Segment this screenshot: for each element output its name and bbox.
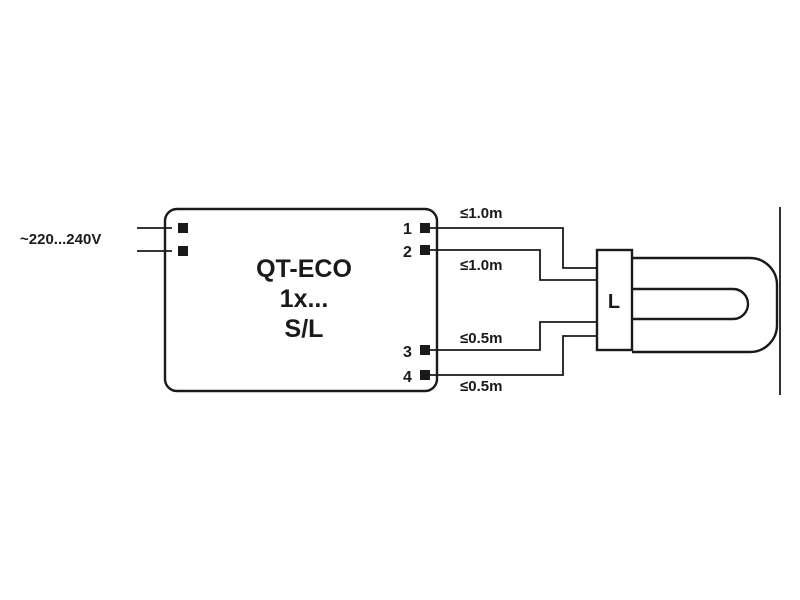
input-terminal-top [178, 223, 188, 233]
pin-number-2: 2 [403, 244, 412, 261]
lamp-tube-outer [632, 256, 779, 354]
pin-number-1: 1 [403, 221, 412, 238]
output-wire-1 [430, 227, 597, 269]
wire-length-2: ≤1.0m [460, 257, 502, 274]
output-wire-4 [430, 335, 597, 376]
lamp-base [595, 248, 634, 352]
pin-number-4: 4 [403, 369, 412, 386]
supply-input: ~220...240V [20, 227, 172, 252]
supply-voltage-label: ~220...240V [20, 231, 101, 248]
output-wire-2 [430, 249, 597, 281]
output-terminal-4 [420, 370, 430, 380]
wire-length-4: ≤0.5m [460, 378, 502, 395]
compact-fluorescent-lamp: L [595, 207, 781, 395]
output-terminal-2 [420, 245, 430, 255]
wire-length-3: ≤0.5m [460, 330, 502, 347]
ballast-lamp-count: 1x... [280, 285, 329, 313]
output-terminal-1 [420, 223, 430, 233]
wire-length-1: ≤1.0m [460, 205, 502, 222]
pin-number-3: 3 [403, 344, 412, 361]
ballast-box [163, 207, 439, 393]
lamp-label: L [608, 291, 620, 313]
output-wiring: ≤1.0m ≤1.0m ≤0.5m ≤0.5m [430, 205, 597, 395]
output-wire-3 [430, 321, 597, 351]
ballast-model: QT-ECO [256, 255, 352, 283]
input-terminal-bottom [178, 246, 188, 256]
ballast-lamp-type: S/L [285, 315, 324, 343]
ballast-unit: QT-ECO 1x... S/L 1 2 3 4 [163, 207, 439, 393]
output-terminal-3 [420, 345, 430, 355]
lamp-tube-inner [632, 287, 750, 321]
